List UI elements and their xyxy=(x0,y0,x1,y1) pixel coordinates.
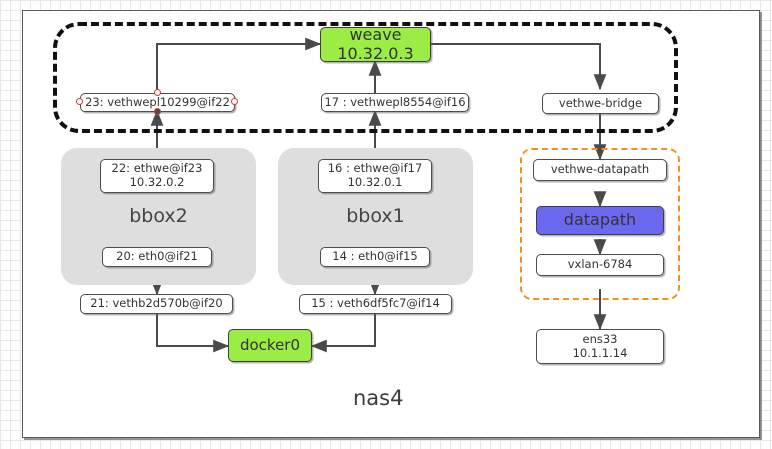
node-veth-bbox1-host[interactable]: 17 : vethwepl8554@if16 xyxy=(321,93,469,112)
node-docker0[interactable]: docker0 xyxy=(228,329,312,362)
host-namespace-dashed-region xyxy=(53,22,678,133)
node-vxlan[interactable]: vxlan-6784 xyxy=(536,254,664,276)
group-bbox2-label: bbox2 xyxy=(129,205,188,227)
node-ethwe-bbox1[interactable]: 16 : ethwe@if17 10.32.0.1 xyxy=(318,159,432,193)
wire-vethb15-to-docker0 xyxy=(310,314,376,353)
wire-vethb21-to-docker0 xyxy=(156,314,230,353)
node-vethb-bbox2[interactable]: 21: vethb2d570b@if20 xyxy=(80,294,233,314)
selection-handle-left[interactable] xyxy=(76,98,83,105)
node-eth0-bbox2[interactable]: 20: eth0@if21 xyxy=(102,247,212,267)
selection-handle-top[interactable] xyxy=(154,89,161,96)
node-ethwe-bbox2[interactable]: 22: ethwe@if23 10.32.0.2 xyxy=(100,159,214,193)
wire-weave-to-vethwe-bridge xyxy=(431,43,607,91)
node-vethwe-bridge[interactable]: vethwe-bridge xyxy=(542,93,659,114)
datapath-dashed-region xyxy=(520,148,680,300)
selection-handle-right[interactable] xyxy=(231,98,238,105)
node-datapath[interactable]: datapath xyxy=(536,206,664,235)
diagram-page: bbox2 bbox1 weave 10.32.0.3 23: vethwepl… xyxy=(22,10,760,438)
selection-handle-bottom[interactable] xyxy=(154,108,161,115)
node-weave[interactable]: weave 10.32.0.3 xyxy=(320,25,431,62)
node-vethwe-datapath[interactable]: vethwe-datapath xyxy=(533,159,667,181)
group-bbox1-label: bbox1 xyxy=(346,205,405,227)
node-ens33[interactable]: ens33 10.1.1.14 xyxy=(536,329,664,364)
host-label: nas4 xyxy=(353,386,404,410)
wire-veth23-to-weave xyxy=(156,37,322,93)
node-eth0-bbox1[interactable]: 14 : eth0@if15 xyxy=(320,247,430,267)
node-vethb-bbox1[interactable]: 15 : veth6df5fc7@if14 xyxy=(299,294,452,314)
